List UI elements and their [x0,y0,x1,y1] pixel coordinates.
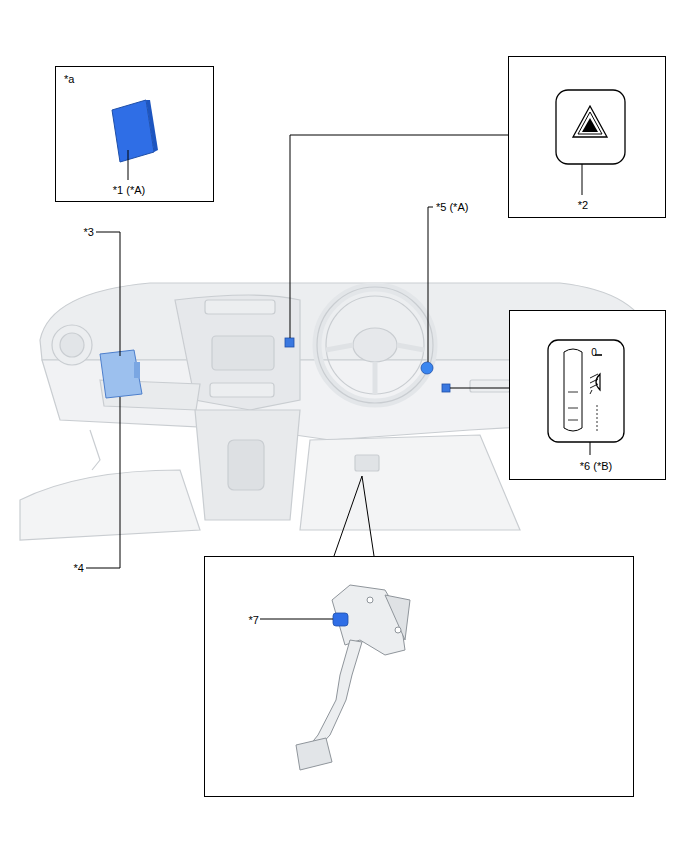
inset-box: *7 [204,556,634,797]
callout-number: *5 (*A) [436,201,468,214]
callout-number: *7 [249,614,259,627]
callout-number: *a [64,73,74,86]
callout-number: 0 [591,346,597,359]
inset-box: *2 [508,56,666,218]
callout-number: *3 [84,226,94,239]
inset-box: *a *1 (*A) [55,66,214,202]
inset-box: *6 (*B) [509,310,666,480]
callout-number: *1 (*A) [113,184,145,197]
callout-number: *6 (*B) [580,460,612,473]
callout-number: *2 [578,199,588,212]
callout-number: *4 [74,562,84,575]
